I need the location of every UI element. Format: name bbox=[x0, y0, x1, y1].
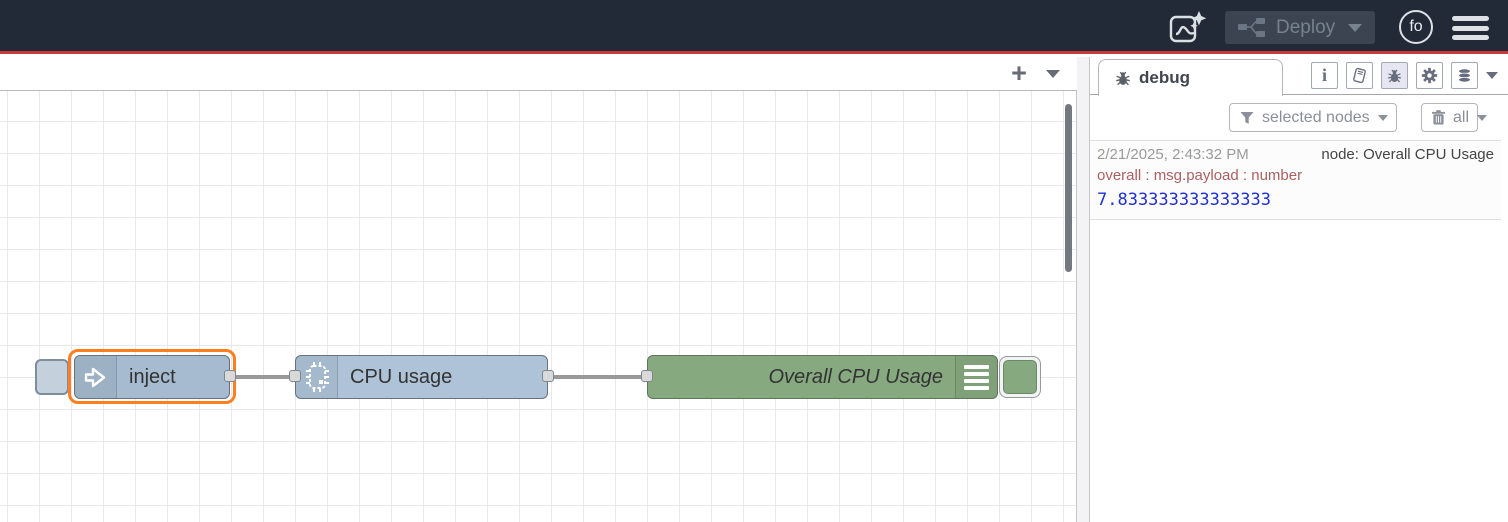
flow-list-caret-icon[interactable] bbox=[1046, 70, 1060, 78]
node-label: inject bbox=[129, 365, 176, 388]
debug-message-node: node: Overall CPU Usage bbox=[1321, 146, 1494, 163]
debug-toggle-state bbox=[1003, 360, 1037, 394]
debug-message-value[interactable]: 7.833333333333333 bbox=[1097, 190, 1271, 210]
debug-filter-label: selected nodes bbox=[1262, 108, 1370, 126]
deploy-options-caret-icon[interactable] bbox=[1348, 23, 1362, 32]
node-label: Overall CPU Usage bbox=[768, 365, 943, 388]
add-flow-button[interactable]: + bbox=[998, 57, 1040, 89]
help-book-icon bbox=[1351, 67, 1368, 84]
node-inject[interactable]: inject bbox=[74, 355, 230, 399]
sidebar-header: debug i bbox=[1090, 57, 1508, 96]
deploy-button[interactable]: Deploy bbox=[1225, 11, 1375, 44]
deploy-button-label: Deploy bbox=[1276, 16, 1336, 38]
help-tab-button[interactable] bbox=[1346, 62, 1373, 89]
debug-enable-toggle[interactable] bbox=[999, 356, 1041, 398]
tab-debug-label: debug bbox=[1139, 68, 1190, 87]
node-label: CPU usage bbox=[350, 365, 453, 388]
debug-clear-button[interactable]: all bbox=[1421, 103, 1488, 132]
image-sparkle-icon bbox=[1168, 9, 1208, 45]
database-icon bbox=[1456, 67, 1473, 84]
user-avatar-label: fo bbox=[1409, 18, 1423, 35]
debug-filter-button[interactable]: selected nodes bbox=[1229, 103, 1397, 132]
node-cpu-usage[interactable]: CPU usage bbox=[295, 355, 548, 399]
debug-message[interactable]: 2/21/2025, 2:43:32 PM node: Overall CPU … bbox=[1090, 140, 1501, 220]
port-inject-output[interactable] bbox=[224, 370, 236, 382]
cpu-chip-icon bbox=[302, 360, 332, 394]
debug-sidebar: debug i bbox=[1090, 57, 1508, 522]
debug-clear-label: all bbox=[1453, 108, 1470, 126]
node-overall-cpu-usage-debug[interactable]: Overall CPU Usage bbox=[647, 355, 998, 399]
debug-message-property-path: overall : msg.payload : number bbox=[1097, 167, 1303, 184]
user-avatar[interactable]: fo bbox=[1399, 10, 1433, 44]
info-icon: i bbox=[1321, 65, 1327, 85]
gear-icon bbox=[1421, 67, 1438, 84]
inject-icon-region bbox=[75, 356, 117, 398]
arrow-right-icon bbox=[82, 365, 109, 390]
debug-icon-region bbox=[955, 356, 997, 398]
wire-cpu-to-debug[interactable] bbox=[548, 375, 648, 379]
flow-tab-bar: + bbox=[0, 57, 1077, 91]
sidebar-resizer[interactable] bbox=[1077, 57, 1090, 522]
inject-trigger-button[interactable] bbox=[35, 359, 69, 395]
bug-icon bbox=[1386, 67, 1403, 84]
chevron-down-icon bbox=[1477, 114, 1488, 121]
debug-filter-toolbar: selected nodes all bbox=[1090, 95, 1508, 140]
context-data-tab-button[interactable] bbox=[1451, 62, 1478, 89]
ai-assistant-button[interactable] bbox=[1166, 7, 1210, 47]
debug-message-timestamp: 2/21/2025, 2:43:32 PM bbox=[1097, 146, 1249, 163]
info-tab-button[interactable]: i bbox=[1311, 62, 1338, 89]
wire-inject-to-cpu[interactable] bbox=[230, 375, 296, 379]
deploy-flow-icon bbox=[1238, 18, 1265, 37]
bug-icon bbox=[1114, 69, 1132, 87]
app-header: Deploy fo bbox=[0, 0, 1508, 54]
canvas-vertical-scrollbar[interactable] bbox=[1065, 104, 1072, 272]
port-debug-input[interactable] bbox=[641, 370, 653, 382]
main-menu-button[interactable] bbox=[1452, 16, 1489, 40]
sidebar-toolbar: i bbox=[1311, 62, 1498, 89]
list-lines-icon bbox=[964, 364, 989, 390]
chevron-down-icon bbox=[1377, 114, 1388, 121]
debug-message-meta: 2/21/2025, 2:43:32 PM node: Overall CPU … bbox=[1097, 145, 1494, 164]
port-cpu-input[interactable] bbox=[289, 370, 301, 382]
trash-icon bbox=[1432, 110, 1445, 125]
config-nodes-tab-button[interactable] bbox=[1416, 62, 1443, 89]
tab-debug[interactable]: debug bbox=[1098, 59, 1283, 96]
sidebar-options-caret-icon[interactable] bbox=[1486, 72, 1498, 79]
funnel-icon bbox=[1240, 111, 1254, 125]
flow-canvas[interactable]: inject CPU usage bbox=[0, 91, 1077, 522]
debug-tab-button[interactable] bbox=[1381, 62, 1408, 89]
cpu-icon-region bbox=[296, 356, 338, 398]
port-cpu-output[interactable] bbox=[542, 370, 554, 382]
hamburger-icon bbox=[1452, 16, 1489, 21]
